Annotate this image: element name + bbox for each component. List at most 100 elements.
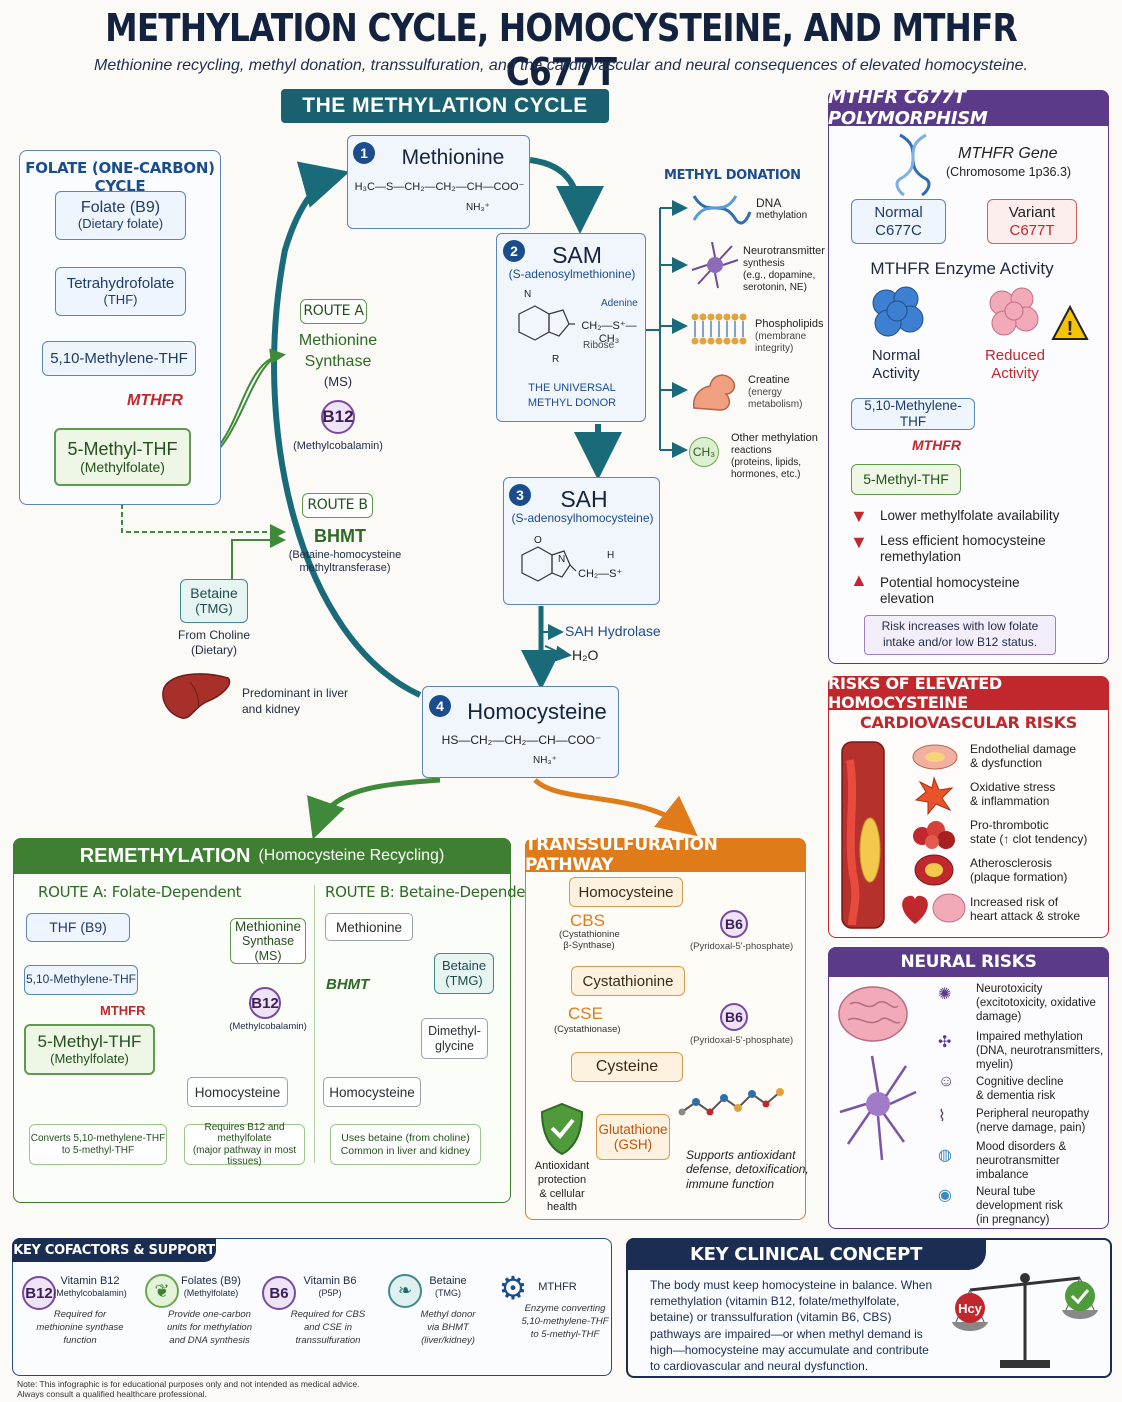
- cv-item-2: Oxidative stress & inflammation: [970, 780, 1056, 809]
- neural-risks-title: NEURAL RISKS: [828, 947, 1109, 977]
- antioxidant-label: Antioxidant protection & cellular health: [534, 1160, 590, 1214]
- remeth-methyl-thf-node: 5-Methyl-THF(Methylfolate): [24, 1024, 155, 1075]
- remeth-b12-sub: (Methylcobalamin): [229, 1021, 307, 1032]
- b12-badge-sub: (Methylcobalamin): [293, 440, 383, 452]
- neural-item-4: Peripheral neuropathy (nerve damage, pai…: [976, 1108, 1090, 1134]
- mthfr-chromosome-label: (Chromosome 1p36.3): [946, 165, 1072, 179]
- plaque-icon: [913, 853, 955, 887]
- glutathione-node: Glutathione(GSH): [596, 1114, 670, 1160]
- sah-o-label: O: [534, 535, 542, 546]
- cofactor-folate-icon: ❦: [145, 1274, 179, 1308]
- neural-item-2: Impaired methylation (DNA, neurotransmit…: [976, 1031, 1104, 1071]
- methyl-item-phospholipids-desc: (membrane integrity): [755, 331, 807, 355]
- brain-icon: [836, 984, 910, 1044]
- bhmt-full-2: methyltransferase): [299, 562, 391, 574]
- liver-label-1: Predominant in liver: [242, 686, 349, 700]
- neural-icon-6: ◉: [938, 1187, 952, 1204]
- methyl-thf-node: 5-Methyl-THF(Methylfolate): [54, 428, 191, 486]
- endothelial-icon: [911, 742, 959, 772]
- methyl-item-phospholipids-title: Phospholipids: [755, 318, 824, 330]
- shield-icon: [540, 1102, 584, 1156]
- thf-node: Tetrahydrofolate(THF): [55, 267, 186, 316]
- homocysteine-node: 4 Homocysteine HS—CH₂—CH₂—CH—COO⁻ NH₃⁺: [422, 686, 619, 778]
- cv-item-4: Atherosclerosis (plaque formation): [970, 856, 1068, 885]
- methylene-thf-node: 5,10-Methylene-THF: [42, 341, 196, 376]
- methyl-item-creatine-desc: (energy metabolism): [748, 387, 803, 411]
- normal-enzyme-icon: [866, 283, 928, 343]
- phospholipid-icon: [690, 312, 747, 346]
- methyl-item-other-title: Other methylation: [731, 432, 818, 444]
- cse-sub: (Cystathionase): [554, 1024, 621, 1035]
- dna-helix-icon: [892, 133, 934, 197]
- betaine-node-sub: (TMG): [195, 600, 233, 616]
- reduced-activity-2: Activity: [991, 365, 1039, 382]
- neuron-icon: [690, 240, 740, 290]
- methyl-item-creatine: Creatine(energy metabolism): [748, 374, 802, 411]
- sam-name: SAM: [552, 242, 602, 268]
- cysteine-node: Cysteine: [571, 1052, 683, 1082]
- muscle-icon: [690, 370, 742, 412]
- methyl-item-phospholipids: Phospholipids(membrane integrity): [755, 318, 824, 355]
- ts-homocysteine-node: Homocysteine: [569, 877, 683, 907]
- neuron-large-icon: [838, 1052, 918, 1162]
- homocysteine-name: Homocysteine: [467, 699, 607, 724]
- folate-node-sub: (Dietary folate): [77, 216, 164, 232]
- mthfr-gene-label: MTHFR Gene: [958, 145, 1058, 162]
- clinical-title: KEY CLINICAL CONCEPT: [626, 1238, 986, 1270]
- remeth-note-b: Uses betaine (from choline) Common in li…: [330, 1124, 481, 1165]
- remethylation-title: REMETHYLATION: [79, 844, 251, 867]
- liver-label-2: and kidney: [242, 702, 301, 716]
- homocysteine-step-number: 4: [429, 695, 451, 717]
- cofactor-folates-desc: Provide one-carbon units for methylation…: [166, 1309, 252, 1346]
- cofactor-betaine-icon: ❧: [388, 1274, 422, 1308]
- cse-label: CSE: [568, 1004, 603, 1023]
- remeth-note-a1: Converts 5,10-methylene-THF to 5-methyl-…: [29, 1124, 167, 1165]
- sah-h-label: H: [607, 550, 615, 561]
- cofactor-b12-sub: (Methylcobalamin): [53, 1288, 127, 1299]
- sah-group-label: CH₂—S⁺: [578, 568, 623, 580]
- cofactor-b6: Vitamin B6 (P5P): [290, 1275, 370, 1299]
- cv-item-1: Endothelial damage & dysfunction: [970, 742, 1077, 771]
- sah-structure: [521, 546, 577, 582]
- methyl-item-dna-title: DNA: [756, 196, 782, 210]
- methyl-item-neurotransmitter-title: Neurotransmitter: [743, 245, 825, 257]
- route-a-heading: ROUTE A: Folate-Dependent: [38, 883, 242, 901]
- homocysteine-formula-sub: NH₃⁺: [533, 755, 557, 766]
- mthfr-note-2: intake and/or low B12 status.: [882, 634, 1038, 649]
- betaine-node-name: Betaine: [190, 585, 238, 602]
- methyl-item-dna-desc: methylation: [756, 210, 808, 222]
- neural-item-5: Mood disorders & neurotransmitter imbala…: [976, 1141, 1067, 1181]
- folate-node: Folate (B9)(Dietary folate): [55, 191, 186, 240]
- methionine-name: Methionine: [401, 146, 505, 169]
- remeth-note-a2: Requires B12 and methylfolate (major pat…: [184, 1122, 305, 1167]
- cystathionine-node: Cystathionine: [571, 966, 685, 996]
- remeth-betaine-node: Betaine (TMG): [434, 953, 494, 994]
- cofactor-folates-name: Folates (B9): [181, 1275, 241, 1287]
- sam-ribose-label: Ribose: [583, 340, 615, 351]
- remethylation-title-sub: (Homocysteine Recycling): [258, 847, 445, 864]
- sah-node: 3 SAH (S-adenosylhomocysteine) O H N CH₂…: [503, 477, 660, 605]
- homocysteine-formula: HS—CH₂—CH₂—CH—COO⁻: [441, 733, 602, 747]
- remeth-ms-2: Synthase (MS): [241, 934, 295, 963]
- warning-icon: !: [1051, 304, 1089, 341]
- effect-item-1: Lower methylfolate availability: [880, 508, 1060, 523]
- sah-hydrolase-label: SAH Hydrolase: [565, 623, 661, 639]
- remeth-methyl-thf-name: 5-Methyl-THF: [37, 1032, 142, 1052]
- cofactor-betaine-desc: Methyl donor via BHMT (liver/kidney): [420, 1309, 476, 1346]
- normal-activity-1: Normal: [871, 347, 921, 364]
- mthfr-methyl-thf-node: 5-Methyl-THF: [851, 464, 961, 495]
- remeth-thf-node: THF (B9): [26, 913, 130, 942]
- mthfr-methylene-node: 5,10-Methylene-THF: [851, 398, 975, 430]
- sam-adenine-label: Adenine: [601, 298, 638, 309]
- cv-item-5: Increased risk of heart attack & stroke: [970, 895, 1081, 924]
- sam-r-label: R: [552, 354, 560, 365]
- cofactor-b12-desc: Required for methionine synthase functio…: [36, 1309, 124, 1346]
- methyl-thf-sub: (Methylfolate): [80, 459, 165, 476]
- effect-item-3: Potential homocysteine elevation: [880, 575, 1020, 607]
- mthfr-panel: [828, 90, 1109, 664]
- cofactor-mthfr-gear-icon: ⚙: [498, 1270, 528, 1306]
- cycle-banner: THE METHYLATION CYCLE: [281, 89, 609, 123]
